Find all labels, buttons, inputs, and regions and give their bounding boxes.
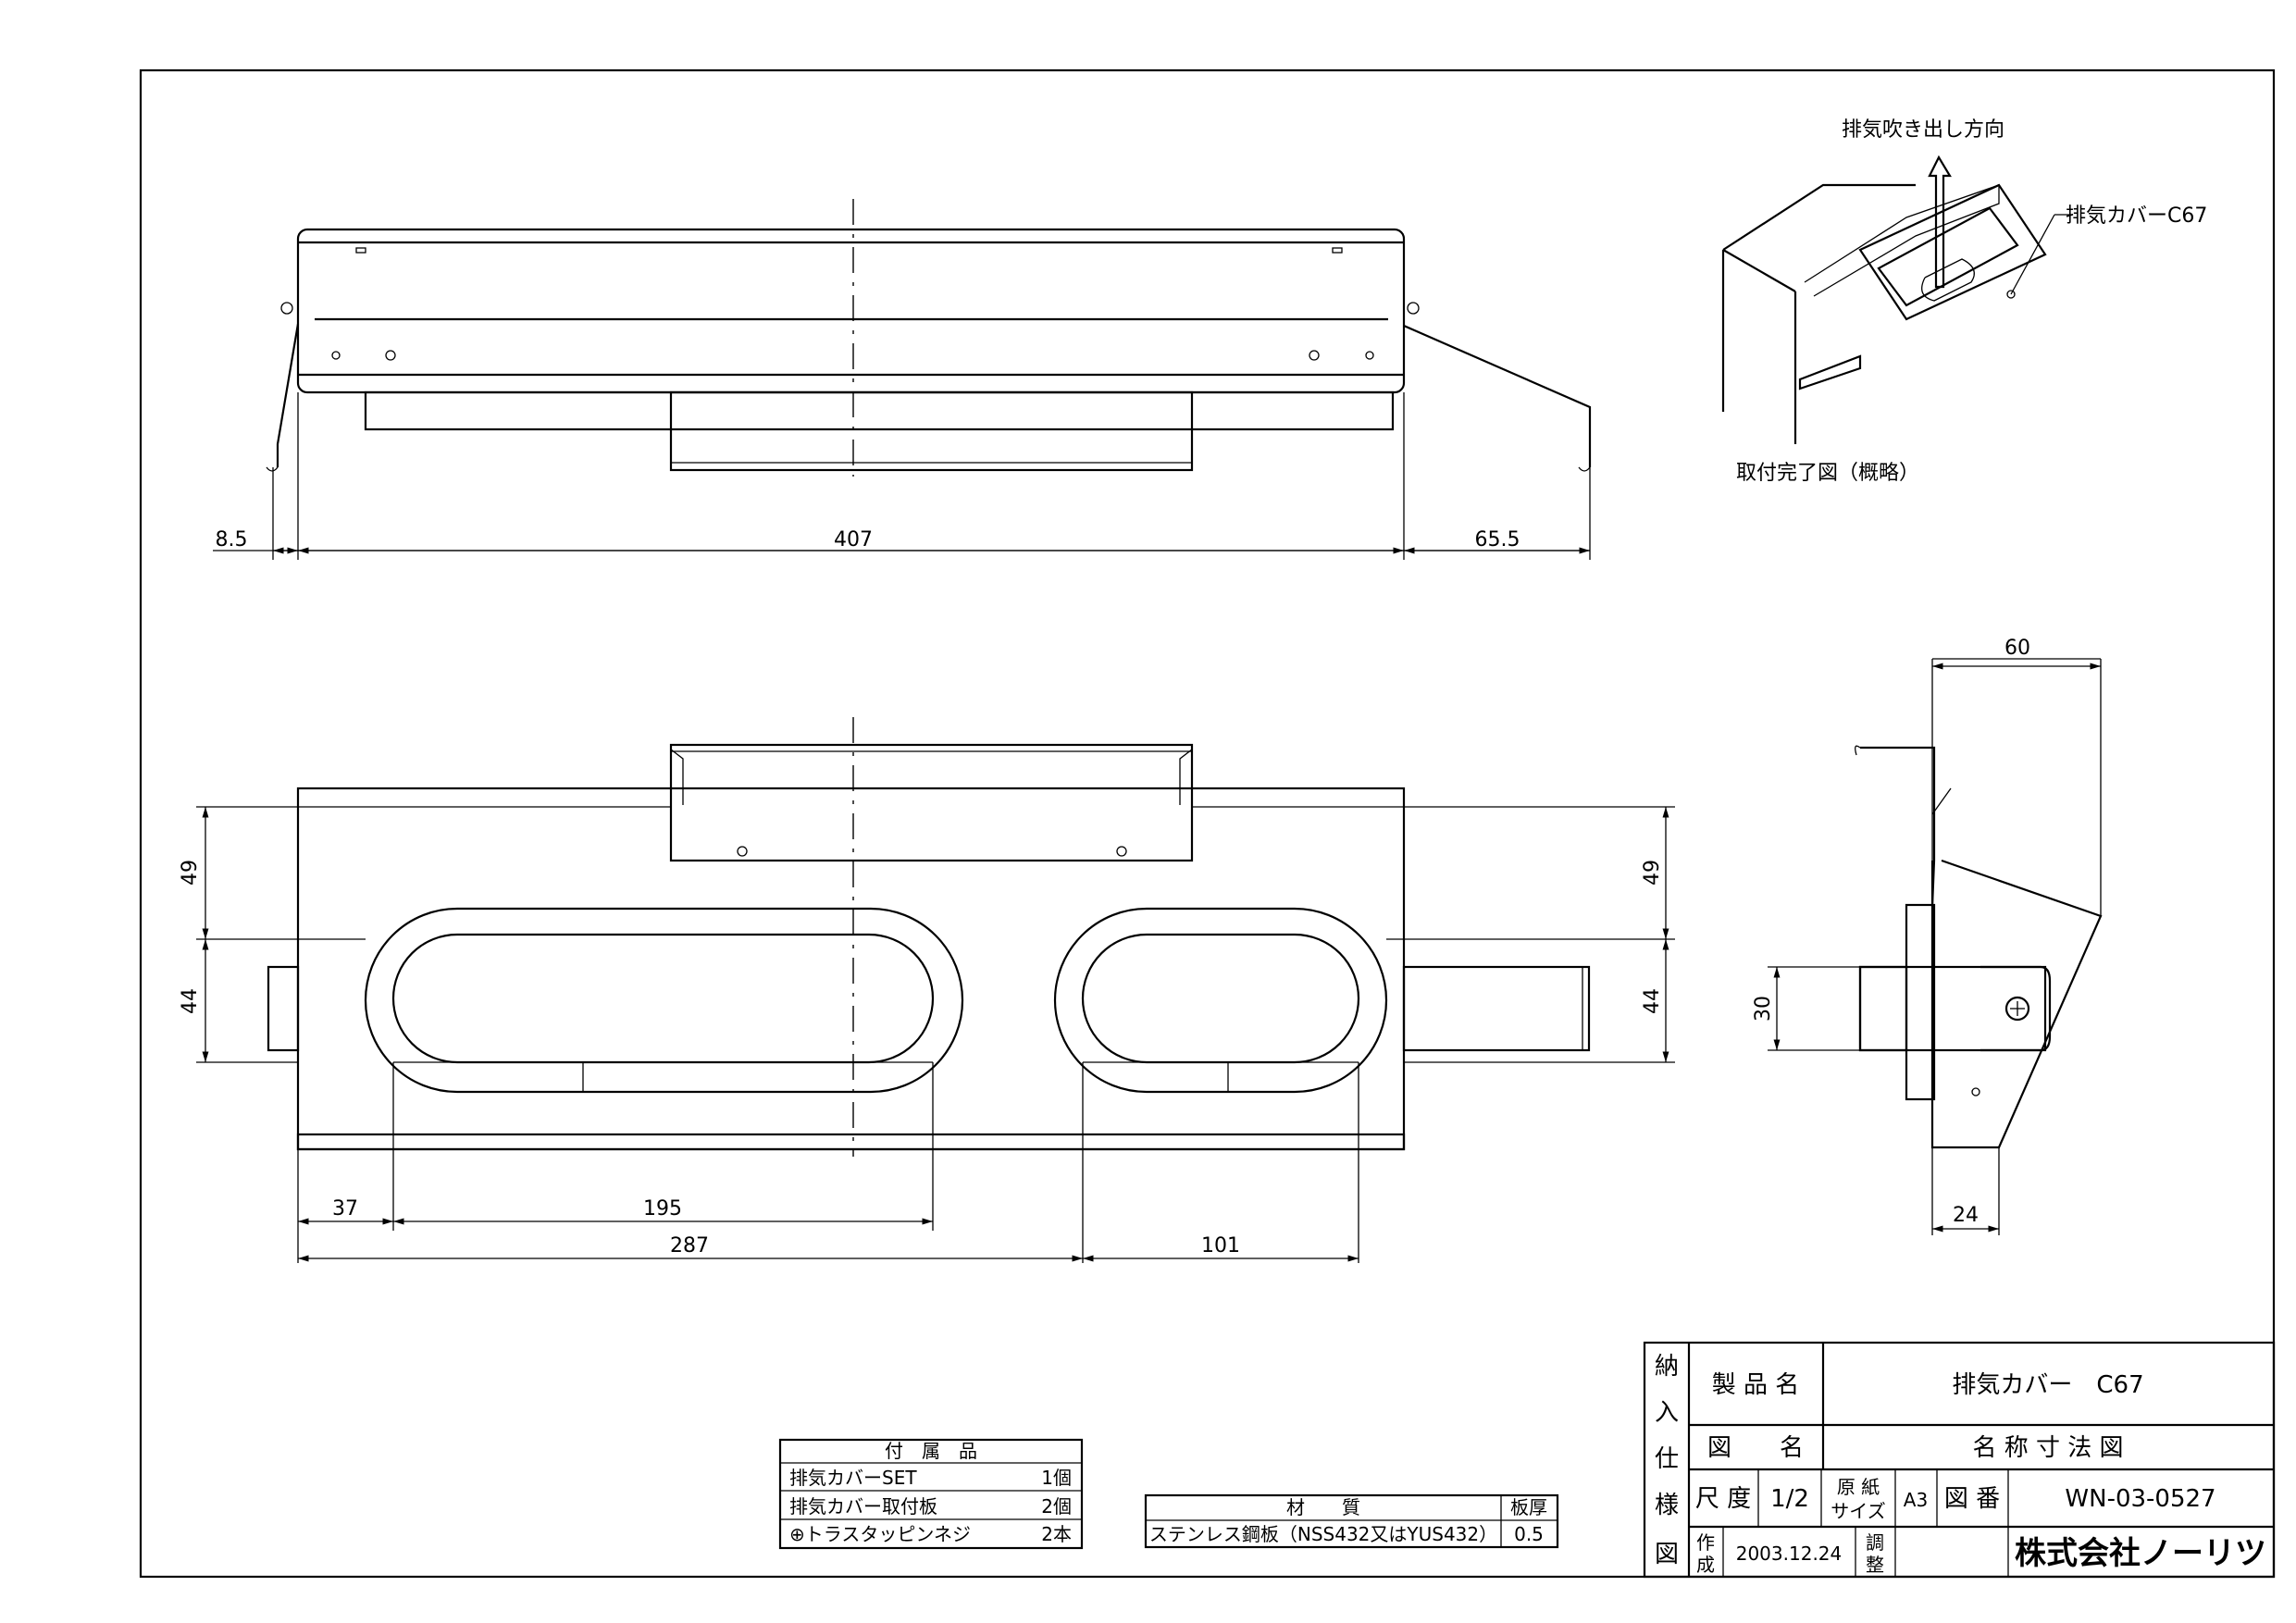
dim-top-width: 407 <box>834 528 873 551</box>
created-label: 成 <box>1696 1554 1715 1576</box>
accessory-name: 排気カバー取付板 <box>789 1495 937 1518</box>
drawing-no-label: 図 番 <box>1944 1485 2000 1513</box>
top-view: 8.5 407 65.5 <box>213 199 1592 560</box>
dim-top-right: 65.5 <box>1475 528 1520 551</box>
iso-caption: 取付完了図（概略） <box>1736 462 1919 485</box>
dim-front-287: 287 <box>670 1234 709 1258</box>
paper-size-value: A3 <box>1904 1489 1928 1511</box>
dim-front-44-left: 44 <box>179 988 202 1014</box>
material-table: 材 質 板厚 ステンレス鋼板（NSS432又はYUS432） 0.5 <box>1144 1493 1559 1549</box>
accessory-qty: 1個 <box>1041 1467 1072 1489</box>
material-value: ステンレス鋼板（NSS432又はYUS432） <box>1149 1523 1497 1545</box>
accessory-name: ⊕トラスタッピンネジ <box>789 1523 971 1545</box>
accessories-table: 付 属 品 排気カバーSET 1個 排気カバー取付板 2個 ⊕トラスタッピンネジ… <box>778 1438 1084 1550</box>
created-date: 2003.12.24 <box>1736 1542 1843 1565</box>
thickness-header: 板厚 <box>1510 1496 1547 1518</box>
scale-value: 1/2 <box>1770 1485 1809 1513</box>
title-vertical-char: 入 <box>1655 1399 1679 1427</box>
paper-size-label: 原 紙 <box>1837 1476 1880 1498</box>
accessory-qty: 2個 <box>1041 1495 1072 1518</box>
product-name-label: 製 品 名 <box>1712 1371 1800 1399</box>
adjust-label: 調 <box>1866 1531 1884 1554</box>
accessories-header: 付 属 品 <box>885 1440 977 1462</box>
paper-size-label: サイズ <box>1831 1500 1885 1522</box>
title-vertical-char: 図 <box>1655 1541 1679 1568</box>
company-name: 株式会社ノーリツ <box>2015 1535 2266 1572</box>
accessory-name: 排気カバーSET <box>789 1467 917 1489</box>
iso-view: 排気吹き出し方向 排気カバーC67 取付完了図（概略） <box>1721 118 2207 485</box>
material-header: 材 質 <box>1286 1496 1360 1518</box>
scale-label: 尺 度 <box>1695 1485 1751 1513</box>
dim-side-24: 24 <box>1953 1204 1979 1227</box>
front-view: 49 44 49 44 37 195 287 101 <box>179 717 1675 1263</box>
dim-front-37: 37 <box>332 1197 358 1220</box>
dim-side-30: 30 <box>1752 996 1775 1022</box>
dim-front-49-right: 49 <box>1641 860 1664 886</box>
iso-direction-label: 排気吹き出し方向 <box>1842 118 2004 142</box>
title-vertical-char: 様 <box>1655 1492 1679 1519</box>
dim-front-44-right: 44 <box>1641 988 1664 1014</box>
dim-front-195: 195 <box>643 1197 682 1220</box>
side-view: 60 30 24 <box>1752 637 2103 1235</box>
product-name: 排気カバー C67 <box>1952 1371 2143 1399</box>
iso-part-label: 排気カバーC67 <box>2066 204 2207 228</box>
dim-top-left: 8.5 <box>216 528 248 551</box>
title-vertical-char: 納 <box>1655 1353 1679 1381</box>
sheet-border <box>139 68 2276 1579</box>
dim-front-101: 101 <box>1201 1234 1240 1258</box>
thickness-value: 0.5 <box>1514 1523 1544 1545</box>
created-label: 作 <box>1696 1531 1715 1554</box>
drawing-name: 名 称 寸 法 図 <box>1972 1434 2123 1462</box>
drawing-name-label: 図 名 <box>1707 1434 1804 1462</box>
title-block: 納 入 仕 様 図 製 品 名 排気カバー C67 図 名 名 称 寸 法 図 … <box>1643 1341 2276 1579</box>
adjust-label: 整 <box>1866 1554 1884 1576</box>
title-vertical-char: 仕 <box>1655 1445 1679 1473</box>
dim-front-49-left: 49 <box>179 860 202 886</box>
accessory-qty: 2本 <box>1041 1523 1072 1545</box>
dim-side-60: 60 <box>2004 637 2030 660</box>
drawing-no: WN-03-0527 <box>2065 1485 2215 1513</box>
